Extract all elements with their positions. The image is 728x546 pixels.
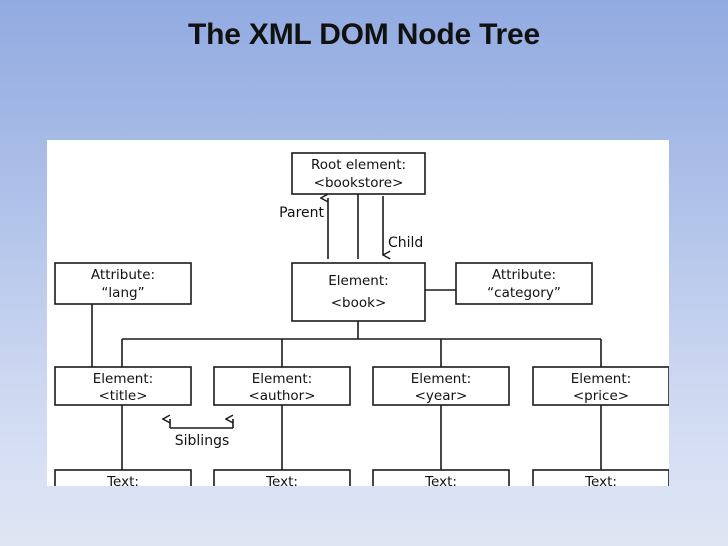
node-text-price-box [532, 469, 669, 486]
node-text-author-line1: Text: [265, 474, 298, 486]
node-element-year: Element: <year> [372, 366, 510, 406]
node-book-line1: Element: [328, 273, 388, 289]
child-label: Child [388, 235, 423, 251]
node-title-line2: <title> [98, 388, 147, 404]
node-year-line2: <year> [415, 388, 468, 404]
page-title: The XML DOM Node Tree [188, 18, 540, 51]
node-price-line2: <price> [573, 388, 629, 404]
node-root-line1: Root element: [311, 157, 406, 173]
node-element-author: Element: <author> [213, 366, 351, 406]
node-element-price: Element: <price> [532, 366, 669, 406]
node-attr-category-box [455, 262, 593, 305]
node-text-author: Text: Giada De Laurentiis [213, 469, 351, 486]
node-attr-lang-box [54, 262, 192, 305]
parent-label: Parent [279, 205, 324, 221]
node-title-line1: Element: [93, 371, 153, 387]
node-text-year-line1: Text: [424, 474, 457, 486]
node-author-box [213, 366, 351, 406]
node-attr-lang-line2: “lang” [101, 285, 144, 301]
node-text-title-box [54, 469, 192, 486]
node-title-box [54, 366, 192, 406]
siblings-label: Siblings [175, 433, 230, 449]
node-year-box [372, 366, 510, 406]
node-attribute-lang: Attribute: “lang” [54, 262, 192, 305]
node-attribute-category: Attribute: “category” [455, 262, 593, 305]
diagram-canvas: Parent Child Siblings Root element: <boo… [54, 152, 669, 486]
node-price-box [532, 366, 669, 406]
node-text-title: Text: Everyday Italian [54, 469, 192, 486]
node-text-title-line1: Text: [106, 474, 139, 486]
node-attr-category-line1: Attribute: [492, 267, 556, 283]
xml-dom-tree-diagram: Parent Child Siblings Root element: <boo… [47, 140, 669, 486]
node-text-year: Text: 2005 [372, 469, 510, 486]
node-text-price: Text: 30.00 [532, 469, 669, 486]
node-text-price-line1: Text: [584, 474, 617, 486]
node-author-line1: Element: [252, 371, 312, 387]
node-price-line1: Element: [571, 371, 631, 387]
node-element-title: Element: <title> [54, 366, 192, 406]
node-book-box [291, 262, 426, 322]
node-root-box [291, 152, 426, 195]
node-text-year-box [372, 469, 510, 486]
node-text-author-box [213, 469, 351, 486]
node-author-line2: <author> [248, 388, 315, 404]
node-root-element: Root element: <bookstore> [291, 152, 426, 195]
node-element-book: Element: <book> [291, 262, 426, 322]
node-attr-lang-line1: Attribute: [91, 267, 155, 283]
node-year-line1: Element: [411, 371, 471, 387]
node-attr-category-line2: “category” [487, 285, 561, 301]
node-book-line2: <book> [331, 295, 387, 311]
node-root-line2: <bookstore> [314, 175, 404, 191]
